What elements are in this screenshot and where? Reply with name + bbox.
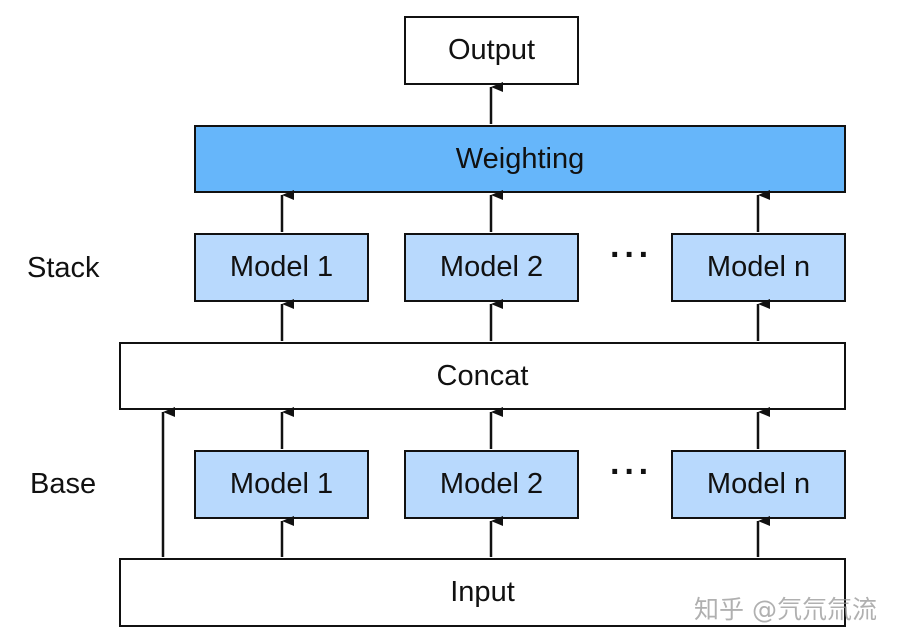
concat-node: Concat — [119, 342, 846, 410]
base-model-1-node: Model 1 — [194, 450, 369, 519]
stack-model-2-node: Model 2 — [404, 233, 579, 302]
watermark: 知乎 @氕氘氚流 — [694, 595, 877, 624]
stack-model-n-node: Model n — [671, 233, 846, 302]
stack-label: Stack — [27, 252, 100, 284]
stack-ellipsis: ··· — [610, 236, 653, 274]
stack-model-1-node: Model 1 — [194, 233, 369, 302]
base-ellipsis: ··· — [610, 453, 653, 491]
input-node: Input — [119, 558, 846, 627]
base-label: Base — [30, 468, 97, 500]
weighting-node: Weighting — [194, 125, 846, 193]
